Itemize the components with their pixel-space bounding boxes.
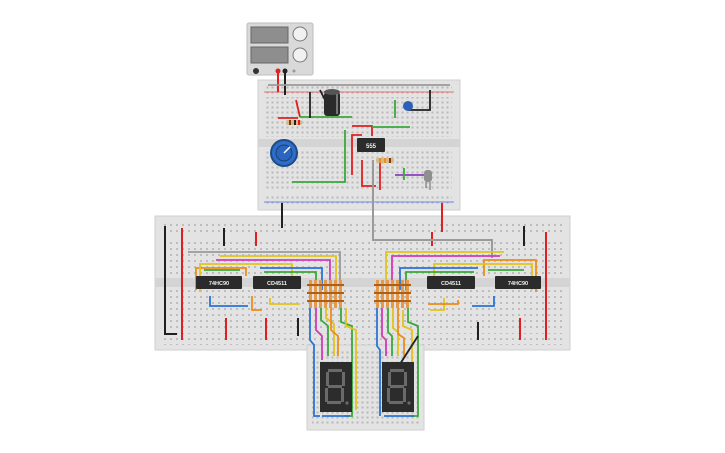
display-wiring[interactable] <box>309 308 419 417</box>
decoder-chip-left-label: CD4511 <box>267 281 287 287</box>
seven-segment-right-digit: 8. <box>0 0 2 1</box>
seven-segment-right[interactable]: 8. <box>0 0 414 412</box>
potentiometer[interactable] <box>270 139 298 167</box>
counter-wiring[interactable] <box>188 251 537 311</box>
counter-chip-left-label: 74HC90 <box>209 281 229 287</box>
oscillator-wiring[interactable] <box>268 84 493 258</box>
decoder-chip-left[interactable]: CD4511 <box>253 276 301 289</box>
resistor-top[interactable] <box>286 120 302 125</box>
counter-chip-left[interactable]: 74HC90 <box>196 276 242 289</box>
power-wires[interactable] <box>164 71 547 340</box>
resistor-bank-left[interactable] <box>307 280 344 308</box>
counter-chip-right[interactable]: 74HC90 <box>495 276 541 289</box>
ceramic-capacitor[interactable] <box>403 101 413 111</box>
seven-segment-left[interactable]: 8. <box>0 0 352 412</box>
timer-chip-label: 555 <box>366 144 377 150</box>
timer-chip[interactable]: 555 <box>357 138 385 152</box>
counter-chip-right-label: 74HC90 <box>508 281 528 287</box>
resistor-bank-right[interactable] <box>374 280 411 308</box>
decoder-chip-right-label: CD4511 <box>441 281 461 287</box>
led[interactable] <box>424 170 432 190</box>
decoder-chip-right[interactable]: CD4511 <box>427 276 475 289</box>
resistor-mid[interactable] <box>376 158 394 163</box>
seven-segment-left-digit: 8. <box>0 0 2 1</box>
electrolytic-capacitor[interactable] <box>324 89 340 116</box>
power-supply[interactable] <box>246 22 314 76</box>
